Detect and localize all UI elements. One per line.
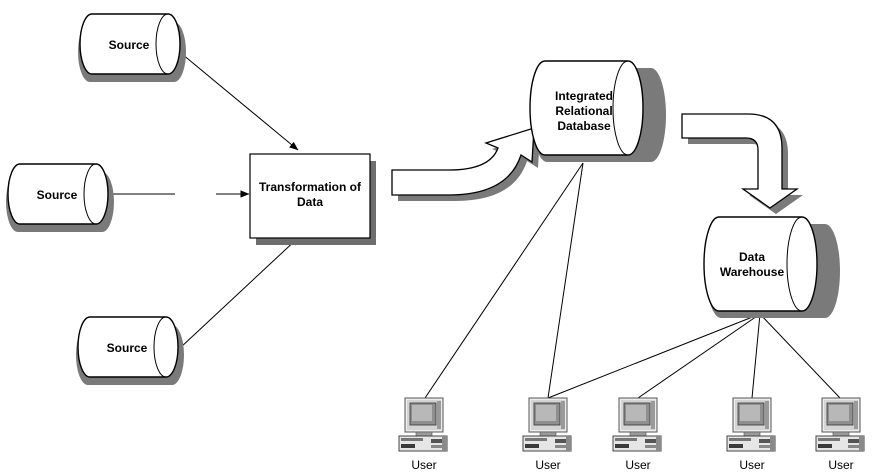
curved-block-arrow-icon xyxy=(391,127,540,201)
user-1-label: User xyxy=(411,458,436,472)
source-bottom: Source xyxy=(75,316,185,386)
source-top: Source xyxy=(77,13,187,83)
user-2-label: User xyxy=(535,458,560,472)
data-warehouse-label-line-1: Data xyxy=(739,250,765,264)
edge-db-to-user-2 xyxy=(547,162,584,399)
user-5-label: User xyxy=(828,458,853,472)
edges xyxy=(112,53,841,399)
user-4: User xyxy=(726,397,776,472)
user-5: User xyxy=(815,397,865,472)
edge-dw-to-user-2 xyxy=(547,313,761,399)
desktop-computer-icon xyxy=(612,397,662,452)
desktop-computer-icon xyxy=(398,397,448,452)
transformation-label-line-2: Data xyxy=(297,195,323,209)
integrated-relational-database: Integrated Relational Database xyxy=(529,60,666,162)
edge-dw-to-user-3 xyxy=(637,313,761,399)
source-top-label: Source xyxy=(109,38,150,52)
desktop-computer-icon xyxy=(815,397,865,452)
user-1: User xyxy=(398,397,448,472)
transformation-node: Transformation of Data xyxy=(249,153,376,245)
source-middle-label: Source xyxy=(37,188,78,202)
bent-block-arrow-icon xyxy=(681,113,803,214)
edge-db-to-user-1 xyxy=(424,162,584,399)
source-bottom-label: Source xyxy=(107,341,148,355)
user-2: User xyxy=(522,397,572,472)
integrated-db-label-line-3: Database xyxy=(557,119,611,133)
edge-source-top-to-transform xyxy=(181,53,299,151)
user-3: User xyxy=(612,397,662,472)
user-3-label: User xyxy=(625,458,650,472)
edge-dw-to-user-4 xyxy=(751,313,761,399)
source-middle: Source xyxy=(5,163,115,233)
integrated-db-label-line-2: Relational xyxy=(555,104,612,118)
transformation-label-line-1: Transformation of xyxy=(259,180,362,194)
user-4-label: User xyxy=(739,458,764,472)
edge-source-bottom-to-transform xyxy=(179,236,300,349)
data-warehouse: Data Warehouse xyxy=(703,216,840,318)
desktop-computer-icon xyxy=(522,397,572,452)
data-warehouse-label-line-2: Warehouse xyxy=(720,265,785,279)
integrated-db-label-line-1: Integrated xyxy=(555,89,613,103)
desktop-computer-icon xyxy=(726,397,776,452)
edge-dw-to-user-5 xyxy=(759,313,841,399)
